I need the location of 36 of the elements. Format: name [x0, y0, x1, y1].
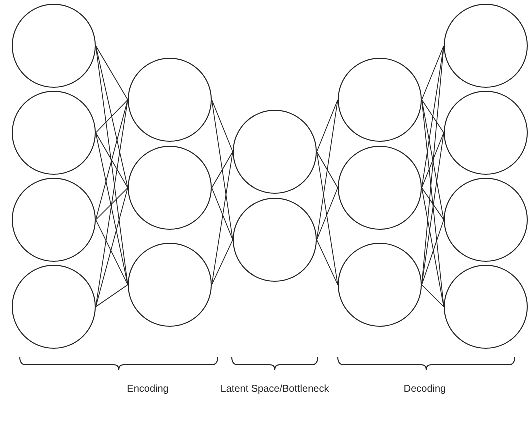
section-label: Encoding	[127, 384, 169, 395]
connection-line	[422, 188, 444, 308]
connection-line	[422, 132, 444, 188]
connection-line	[96, 188, 128, 308]
section-label: Decoding	[404, 384, 446, 395]
connection-line	[212, 188, 234, 240]
connection-line	[212, 152, 234, 188]
connection-line	[96, 132, 128, 188]
connection-line	[422, 100, 444, 220]
connection-line	[316, 240, 338, 286]
connection-line	[96, 188, 128, 220]
connection-line	[422, 284, 444, 308]
connection-line	[422, 100, 444, 134]
connection-line	[96, 100, 128, 308]
connection-line	[96, 220, 128, 286]
connection-line	[212, 240, 234, 286]
connection-line	[212, 152, 234, 286]
connection-line	[316, 100, 338, 240]
connection-line	[422, 220, 444, 286]
connection-line	[422, 46, 444, 188]
connection-line	[212, 100, 234, 152]
connection-line	[316, 152, 338, 286]
connection-line	[96, 46, 128, 100]
connection-line	[96, 100, 128, 220]
connection-line	[316, 188, 338, 240]
connection-line	[316, 152, 338, 188]
connection-line	[316, 100, 338, 152]
connection-line	[422, 46, 444, 100]
connection-line	[422, 188, 444, 220]
connection-line	[96, 100, 128, 134]
connection-line	[212, 100, 234, 240]
connection-line	[96, 284, 128, 308]
connection-line	[422, 132, 444, 286]
connection-line	[96, 132, 128, 286]
connection-line	[96, 46, 128, 188]
section-label: Latent Space/Bottleneck	[220, 384, 330, 395]
